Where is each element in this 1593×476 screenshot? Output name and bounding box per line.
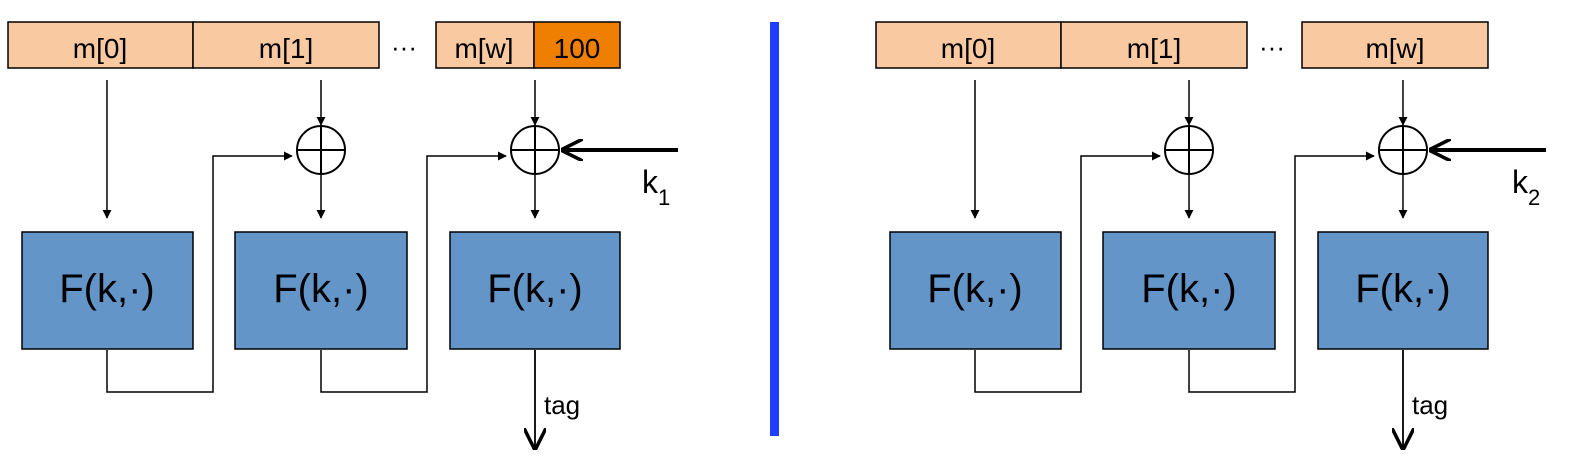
left-tag-label: tag xyxy=(544,390,580,420)
left-chain-f1-to-xor1 xyxy=(106,151,293,393)
left-key-letter: k xyxy=(642,164,659,200)
left-message-block-1 xyxy=(192,21,380,69)
right-prf-label-2: F(k,·) xyxy=(1141,267,1237,311)
left-prf-label-1: F(k,·) xyxy=(59,267,155,311)
right-key-letter: k xyxy=(1512,164,1529,200)
left-label-m0: m[0] xyxy=(73,33,127,64)
left-xor-2 xyxy=(510,125,560,175)
right-message-block-w xyxy=(1301,21,1489,69)
right-label-m1: m[1] xyxy=(1127,33,1181,64)
right-message-block-0 xyxy=(875,21,1062,69)
left-message-block-w xyxy=(435,21,535,69)
right-prf-box-1 xyxy=(889,231,1062,350)
panel-divider xyxy=(770,22,779,436)
left-key-label: k1 xyxy=(642,164,670,210)
right-prf-box-2 xyxy=(1102,231,1276,350)
left-panel: m[0] m[1] m[w] 100 ··· F(k,·) F(k,·) F(k… xyxy=(7,21,678,448)
left-key-subscript: 1 xyxy=(658,185,670,210)
left-prf-box-3 xyxy=(449,231,621,350)
right-prf-label-1: F(k,·) xyxy=(927,267,1023,311)
left-padding-block xyxy=(533,21,621,69)
right-key-subscript: 2 xyxy=(1528,185,1540,210)
right-panel: m[0] m[1] m[w] ··· F(k,·) F(k,·) F(k,·) … xyxy=(875,21,1546,448)
left-prf-label-3: F(k,·) xyxy=(487,267,583,311)
left-label-padding: 100 xyxy=(554,33,601,64)
right-prf-label-3: F(k,·) xyxy=(1355,267,1451,311)
left-label-m1: m[1] xyxy=(259,33,313,64)
left-xor-1 xyxy=(296,125,346,175)
left-message-block-0 xyxy=(7,21,194,69)
right-label-mw: m[w] xyxy=(1365,33,1424,64)
right-label-m0: m[0] xyxy=(941,33,995,64)
left-chain-f2-to-xor2 xyxy=(320,151,507,393)
right-xor-1 xyxy=(1164,125,1214,175)
right-xor-2 xyxy=(1378,125,1428,175)
right-chain-f2-to-xor2 xyxy=(1188,151,1375,393)
right-key-label: k2 xyxy=(1512,164,1540,210)
left-prf-box-2 xyxy=(234,231,408,350)
right-prf-box-3 xyxy=(1317,231,1489,350)
left-label-mw: m[w] xyxy=(454,33,513,64)
right-message-block-1 xyxy=(1060,21,1248,69)
left-prf-box-1 xyxy=(21,231,194,350)
right-ellipsis: ··· xyxy=(1259,32,1285,62)
right-chain-f1-to-xor1 xyxy=(974,151,1161,393)
left-ellipsis: ··· xyxy=(391,32,417,62)
right-tag-label: tag xyxy=(1412,390,1448,420)
left-prf-label-2: F(k,·) xyxy=(273,267,369,311)
